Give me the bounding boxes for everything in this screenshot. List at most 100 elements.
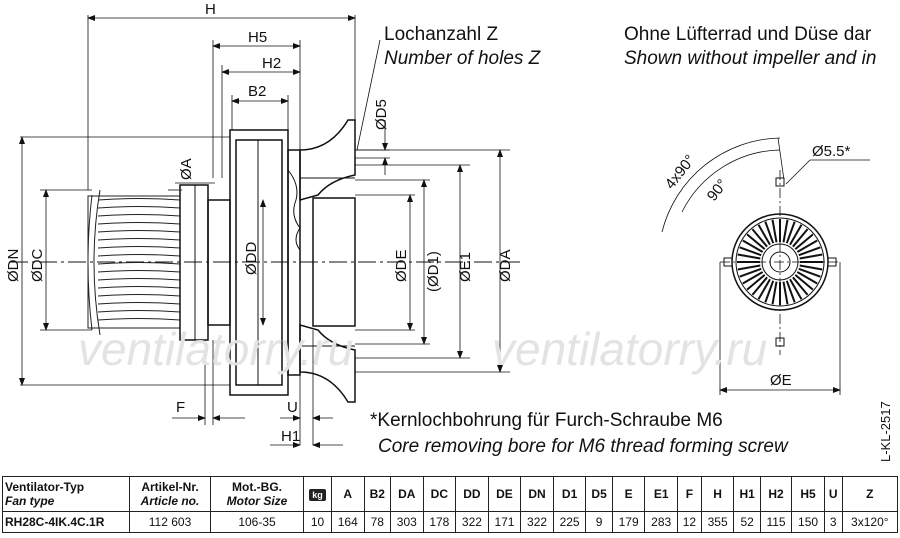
dim-h1: H1 (281, 428, 300, 445)
dim-f: F (176, 399, 185, 416)
header-col: E1 (644, 476, 678, 512)
header-col: H2 (759, 476, 793, 512)
rib-line (737, 264, 761, 271)
rib-line (789, 278, 803, 300)
rib-line (798, 246, 821, 257)
rib-line (739, 246, 762, 257)
dim-hole: Ø5.5* (812, 143, 851, 160)
table-cell: 179 (611, 511, 646, 533)
motor-fins (87, 189, 181, 336)
rib-line (796, 271, 818, 285)
dim-h5: H5 (248, 29, 267, 46)
fin-line (97, 206, 181, 209)
header-col: DD (455, 476, 489, 512)
rib-line (757, 224, 771, 246)
fin-line (97, 310, 181, 313)
rib-line (782, 219, 789, 243)
rib-line (785, 221, 796, 244)
fin-line (97, 270, 181, 273)
table-cell: 115 (759, 511, 793, 533)
header-col: E (611, 476, 646, 512)
fin-line (97, 278, 181, 281)
table-cell: 322 (520, 511, 554, 533)
table-cell: 164 (330, 511, 365, 533)
header-col: F (676, 476, 702, 512)
header-col: A (330, 476, 365, 512)
rib-line (764, 280, 775, 303)
dim-e-side: ØE (770, 372, 792, 389)
header-col: B2 (363, 476, 392, 512)
dim-d1: (ØD1) (425, 251, 442, 292)
motor-housing (179, 129, 301, 396)
rib-line (794, 233, 814, 250)
header-col: D1 (552, 476, 587, 512)
note-holes-en: Number of holes Z (384, 48, 541, 69)
table-cell: 3 (823, 511, 843, 533)
dim-angle-4x90: 4x90° (662, 152, 699, 193)
rib-line (737, 253, 761, 260)
cell-motor-size: 106-35 (210, 511, 304, 533)
table-cell: 78 (363, 511, 392, 533)
watermark-1: ventilatorry.ru (78, 323, 354, 375)
table-cell: 178 (422, 511, 457, 533)
rib-line (785, 280, 796, 303)
dim-e1: ØE1 (457, 252, 474, 282)
rib-line (746, 274, 766, 291)
table-cell: 283 (644, 511, 678, 533)
dim-dn: ØDN (5, 249, 22, 282)
rib-line (757, 278, 771, 300)
front-view (661, 137, 870, 395)
header-col: DA (390, 476, 424, 512)
fin-line (97, 254, 181, 257)
rib-line (792, 228, 809, 248)
dim-dd: ØDD (243, 242, 260, 276)
header-col: Z (841, 476, 899, 512)
header-col: DC (422, 476, 457, 512)
rib-line (799, 253, 823, 260)
rib-line (794, 274, 814, 291)
rib-line (792, 276, 809, 296)
fin-line (97, 302, 181, 305)
header-col: H (700, 476, 735, 512)
table-cell: 9 (585, 511, 613, 533)
header-col: H1 (733, 476, 761, 512)
table-cell: 150 (791, 511, 825, 533)
rib-line (751, 276, 768, 296)
dim-h: H (205, 1, 216, 18)
technical-drawing: H H5 H2 B2 ØD5 ØA ØDD ØDN ØDC ØDE (ØD1) … (5, 1, 893, 462)
dim-angle-90: 90° (704, 176, 731, 204)
dim-d5: ØD5 (373, 99, 390, 130)
header-motor-size: Mot.-BG.Motor Size (210, 476, 304, 512)
fin-line (97, 318, 181, 321)
header-col: U (823, 476, 843, 512)
rib-line (771, 281, 778, 305)
fin-line (97, 238, 181, 241)
rib-line (789, 224, 803, 246)
header-col: DN (520, 476, 554, 512)
dim-de: ØDE (393, 249, 410, 282)
header-article: Artikel-Nr.Article no. (129, 476, 211, 512)
fin-line (97, 294, 181, 297)
fin-line (97, 222, 181, 225)
rib-line (739, 267, 762, 278)
rib-line (751, 228, 768, 248)
table-cell: 303 (390, 511, 424, 533)
note-without-en: Shown without impeller and in (624, 48, 877, 69)
note-holes-de: Lochanzahl Z (384, 24, 499, 45)
rib-line (782, 281, 789, 305)
table-cell: 171 (487, 511, 522, 533)
rib-line (798, 267, 821, 278)
rib-line (799, 264, 823, 271)
cell-weight: 10 (303, 511, 332, 533)
fin-line (97, 286, 181, 289)
cell-fan-type: RH28C-4IK.4C.1R (2, 511, 130, 533)
rib-line (742, 271, 764, 285)
dim-da: ØDA (497, 249, 514, 282)
weight-icon: kg (309, 489, 326, 501)
dim-b2: B2 (248, 83, 266, 100)
fin-line (97, 262, 181, 265)
table-cell: 225 (552, 511, 587, 533)
